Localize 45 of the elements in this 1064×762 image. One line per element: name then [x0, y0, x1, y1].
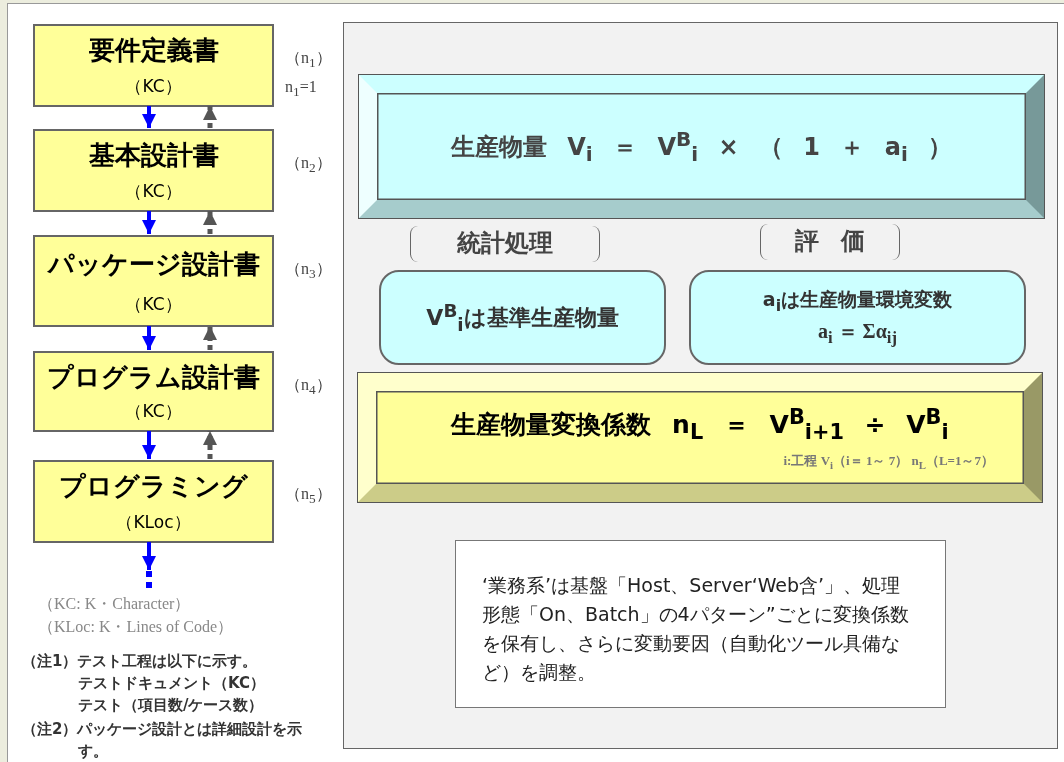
arrow — [142, 211, 156, 234]
footnote: （注2）パッケージ設計とは詳細設計を示す。 — [22, 719, 304, 762]
step-label: （n$_{3}$） — [285, 259, 332, 283]
step-label: （n$_{5}$） — [285, 484, 332, 508]
definition-box — [379, 270, 666, 365]
step-label: （n$_{4}$） — [285, 375, 332, 399]
formula-note: i:工程 V$_{i}$（i＝ 1～ 7） n$_{L}$（L=1～7） — [783, 451, 994, 471]
footnote: テストドキュメント（KC） — [78, 674, 265, 693]
unit-label: （KC） — [125, 292, 182, 316]
footnote: テスト（項目数/ケース数） — [78, 696, 264, 715]
formula-banner — [359, 75, 1044, 218]
formula: 生産物量 V$_{i}$ ＝ V$^{B}$$_{i}$ × （ 1 ＋ a$_{i}$ ） — [450, 127, 953, 166]
arrow — [142, 326, 156, 350]
arrow — [203, 106, 217, 128]
unit-label: （KC） — [125, 74, 182, 98]
unit-label: （KLoc） — [116, 510, 191, 534]
formula: a$_{i}$ ＝ Σα$_{ij}$ — [817, 319, 898, 349]
arrow — [203, 211, 217, 234]
legend-note: （KC: K・Character） — [38, 594, 191, 614]
legend-note: （KLoc: K・Lines of Code） — [38, 617, 234, 637]
formula-banner — [358, 373, 1042, 502]
bracketed-heading: 評 価 — [760, 224, 900, 260]
unit-label: （KC） — [125, 179, 182, 203]
footnote: （注1）テスト工程は以下に示す。 — [22, 652, 258, 671]
arrow — [203, 431, 217, 459]
bracketed-heading: 統計処理 — [410, 226, 600, 262]
arrow — [142, 106, 156, 128]
unit-label: （KC） — [125, 400, 182, 424]
document-title: 基本設計書 — [88, 139, 219, 173]
document-title: パッケージ設計書 — [47, 247, 260, 281]
definition-text: V$^{B}$$_{i}$は基準生産物量 — [426, 300, 619, 335]
step-label: （n$_{2}$） — [285, 153, 332, 177]
document-title: プログラミング — [59, 470, 248, 504]
definition-text: a$_{i}$は生産物量環境変数 — [762, 286, 953, 315]
note-text: ‘業務系’は基盤「Host、Server‘Web含’」、処理形態「On、Batch」の4パターン”ごとに変換係数を保有し、さらに変動要因（自動化ツール具備など）を調整。 — [482, 573, 910, 685]
arrow — [142, 542, 156, 570]
step-label: n$_{1}$=1 — [285, 78, 317, 101]
document-title: 要件定義書 — [88, 34, 219, 68]
arrow — [203, 326, 217, 350]
arrow — [142, 431, 156, 459]
panel-box — [343, 22, 1058, 749]
note-box — [455, 540, 946, 708]
document-title: プログラム設計書 — [47, 360, 260, 394]
definition-box — [689, 270, 1026, 365]
step-label: （n$_{1}$） — [285, 48, 332, 72]
